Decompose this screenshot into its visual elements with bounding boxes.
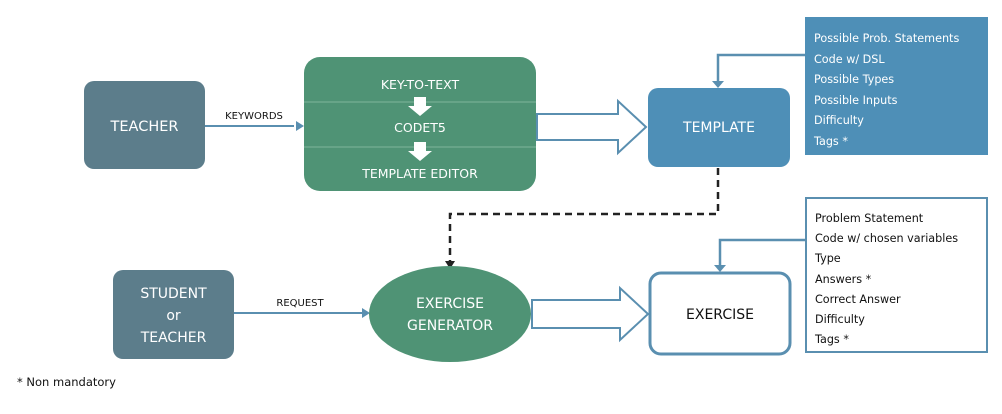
generator-label-line1: EXERCISE xyxy=(416,296,484,312)
exercise-field: Correct Answer xyxy=(815,292,901,306)
template-fields-connector xyxy=(716,53,805,84)
student-label-line2: or xyxy=(166,308,181,324)
template-field: Possible Types xyxy=(814,73,895,87)
template-field: Code w/ DSL xyxy=(814,52,885,66)
exercise-node xyxy=(648,271,792,356)
template-field: Tags * xyxy=(814,134,848,148)
teacher-label: TEACHER xyxy=(110,119,179,135)
exercise-fields-connector xyxy=(718,238,805,268)
pipeline-node xyxy=(304,57,536,191)
footnote: * Non mandatory xyxy=(17,375,116,389)
keywords-label: KEYWORDS xyxy=(225,111,283,122)
exercise-field: Answers * xyxy=(815,272,872,286)
template-label: TEMPLATE xyxy=(682,120,755,136)
template-to-generator-dashed xyxy=(448,168,720,262)
exercise-label: EXERCISE xyxy=(686,307,754,323)
student-label-line1: STUDENT xyxy=(140,286,207,302)
keywords-arrowhead xyxy=(296,121,304,131)
generator-label-line2: GENERATOR xyxy=(407,318,493,334)
template-fields-box: Possible Prob. Statements Code w/ DSL Po… xyxy=(805,17,988,155)
request-arrowhead xyxy=(362,308,370,318)
down-arrow-icon xyxy=(408,142,432,161)
student-label-line3: TEACHER xyxy=(140,330,207,346)
exercise-fields-arrowhead xyxy=(714,265,726,272)
teacher-node xyxy=(84,81,205,169)
exercise-fields-box: Problem Statement Code w/ chosen variabl… xyxy=(805,197,988,353)
template-field: Possible Inputs xyxy=(814,93,898,107)
pipeline-step-key-to-text: KEY-TO-TEXT xyxy=(381,77,460,92)
template-node xyxy=(648,88,790,167)
template-field: Difficulty xyxy=(814,114,864,128)
pipeline-to-template-arrow xyxy=(536,98,648,156)
request-label: REQUEST xyxy=(276,298,324,309)
down-arrow-icon xyxy=(408,97,432,116)
template-fields-arrowhead xyxy=(712,81,724,88)
exercise-field: Tags * xyxy=(815,333,849,347)
pipeline-step-codet5: CODET5 xyxy=(394,120,446,135)
template-to-generator-arrowhead xyxy=(445,261,455,269)
exercise-field: Difficulty xyxy=(815,313,865,327)
exercise-field: Code w/ chosen variables xyxy=(815,232,959,246)
pipeline-step-template-editor: TEMPLATE EDITOR xyxy=(361,166,478,181)
student-node xyxy=(113,270,234,359)
generator-to-exercise-arrow xyxy=(531,285,650,343)
exercise-field: Type xyxy=(815,252,841,266)
generator-node xyxy=(369,266,531,362)
template-field: Possible Prob. Statements xyxy=(814,32,960,45)
exercise-field: Problem Statement xyxy=(815,212,924,225)
